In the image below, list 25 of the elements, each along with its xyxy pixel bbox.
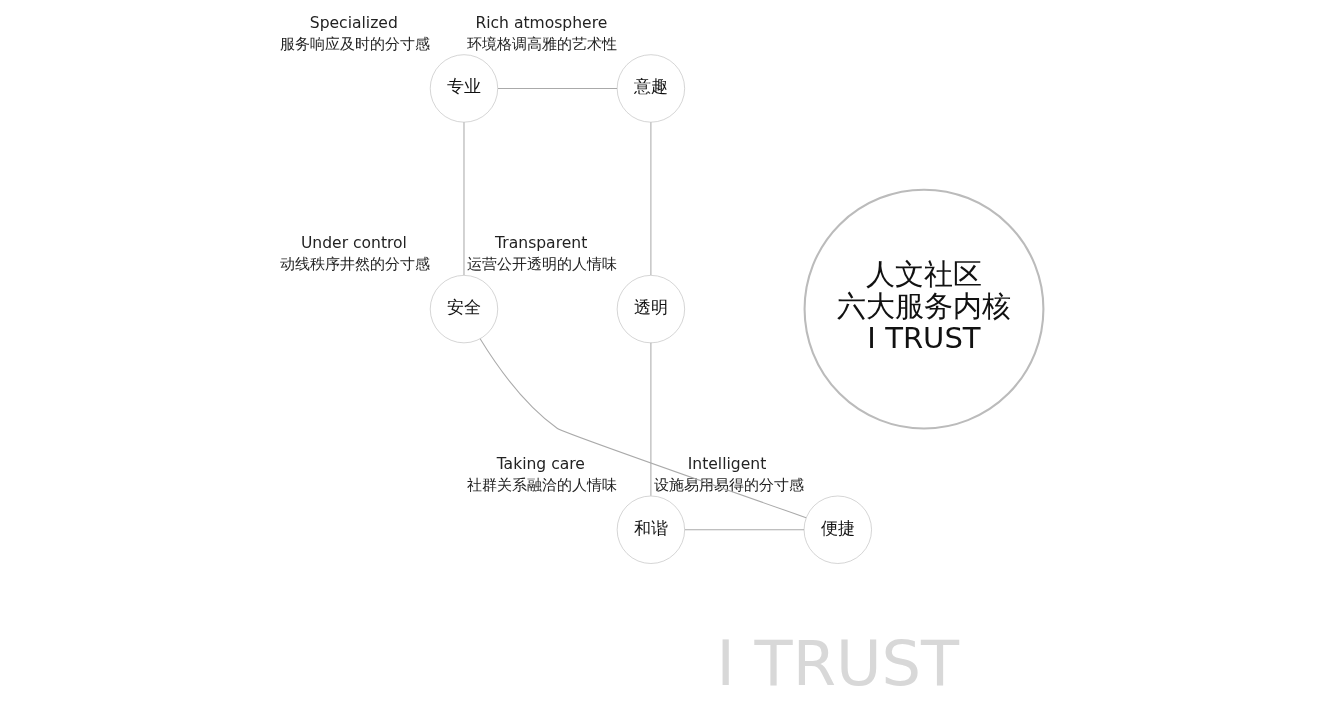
node-label: Specialized: [309, 13, 398, 32]
node-label: Rich atmosphere: [474, 13, 607, 32]
connector: [683, 528, 805, 530]
node-label: Intelligent: [687, 454, 766, 473]
node-circle: 透明: [616, 274, 685, 343]
node-circle: 安全: [429, 274, 498, 343]
node-label: 运营公开透明的人情味: [466, 255, 617, 272]
node-label: 动线秩序井然的分寸感: [279, 255, 430, 272]
node-label: 服务响应及时的分寸感: [279, 35, 430, 52]
node-label: 环境格调高雅的艺术性: [466, 35, 617, 52]
connector: [462, 121, 464, 276]
node-circle: 和谐: [616, 495, 685, 564]
node-label: Under control: [300, 233, 407, 252]
node-label: 设施易用易得的分寸感: [653, 476, 804, 493]
node-label: Transparent: [494, 233, 587, 252]
node-label: Taking care: [496, 454, 585, 473]
connector: [496, 87, 618, 89]
connector: [649, 121, 651, 276]
connector: [649, 341, 651, 496]
connector: [479, 337, 807, 518]
node-circle: 意趣: [616, 53, 685, 122]
node-circle: 专业: [429, 53, 498, 122]
node-label: 社群关系融洽的人情味: [466, 476, 617, 493]
node-circle: 人文社区 六大服务内核 I TRUST: [803, 188, 1044, 430]
node-circle: 便捷: [803, 495, 872, 564]
